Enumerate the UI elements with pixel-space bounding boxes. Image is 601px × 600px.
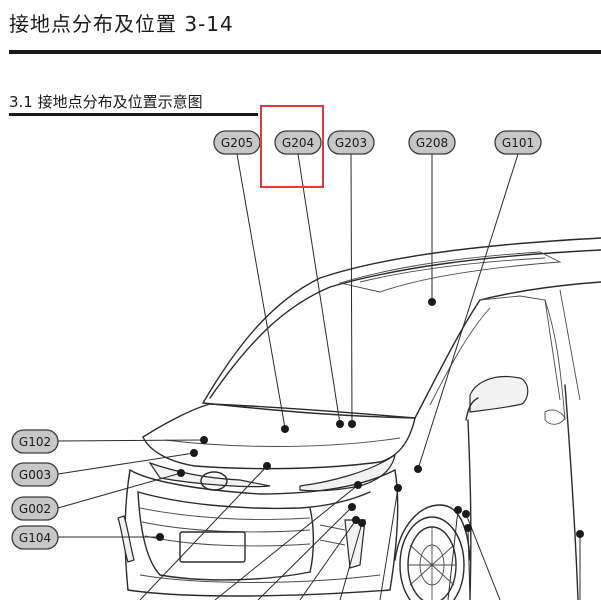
page-title: 接地点分布及位置 3-14 [9, 12, 234, 36]
leader-lines [57, 153, 581, 600]
svg-text:G204: G204 [282, 136, 314, 150]
svg-text:G205: G205 [221, 136, 253, 150]
label-g102: G102 [11, 429, 59, 454]
label-g104: G104 [11, 525, 59, 550]
svg-text:G002: G002 [19, 502, 51, 516]
ground-point-dot [454, 506, 462, 514]
svg-text:G102: G102 [19, 435, 51, 449]
label-g003: G003 [11, 462, 59, 487]
section-title: 3.1 接地点分布及位置示意图 [9, 93, 203, 111]
svg-text:G203: G203 [335, 136, 367, 150]
svg-text:G104: G104 [19, 531, 51, 545]
ground-point-dot [414, 465, 422, 473]
label-g205: G205 [213, 130, 261, 155]
label-g204: G204 [274, 130, 322, 155]
ground-point-dot [348, 503, 356, 511]
svg-text:G101: G101 [502, 136, 534, 150]
ground-point-dot [428, 298, 436, 306]
ground-point-dot [190, 449, 198, 457]
ground-point-dot [336, 420, 344, 428]
ground-points [156, 298, 584, 541]
svg-text:G003: G003 [19, 468, 51, 482]
ground-point-dot [354, 481, 362, 489]
ground-point-dot [358, 519, 366, 527]
label-g101: G101 [494, 130, 542, 155]
label-g208: G208 [408, 130, 456, 155]
ground-point-dot [394, 484, 402, 492]
ground-point-dot [200, 436, 208, 444]
ground-point-dot [348, 420, 356, 428]
title-divider [9, 50, 601, 54]
ground-point-dot [156, 533, 164, 541]
ground-point-dot [462, 510, 470, 518]
svg-text:G208: G208 [416, 136, 448, 150]
highlight-box [260, 105, 324, 188]
ground-point-dot [352, 516, 360, 524]
section-divider [9, 113, 258, 116]
ground-point-dot [464, 524, 472, 532]
ground-point-dot [263, 462, 271, 470]
ground-point-dot [177, 469, 185, 477]
label-g203: G203 [327, 130, 375, 155]
ground-point-dot [281, 425, 289, 433]
vehicle-outline [117, 237, 601, 600]
ground-point-dot [576, 530, 584, 538]
label-g002: G002 [11, 496, 59, 521]
